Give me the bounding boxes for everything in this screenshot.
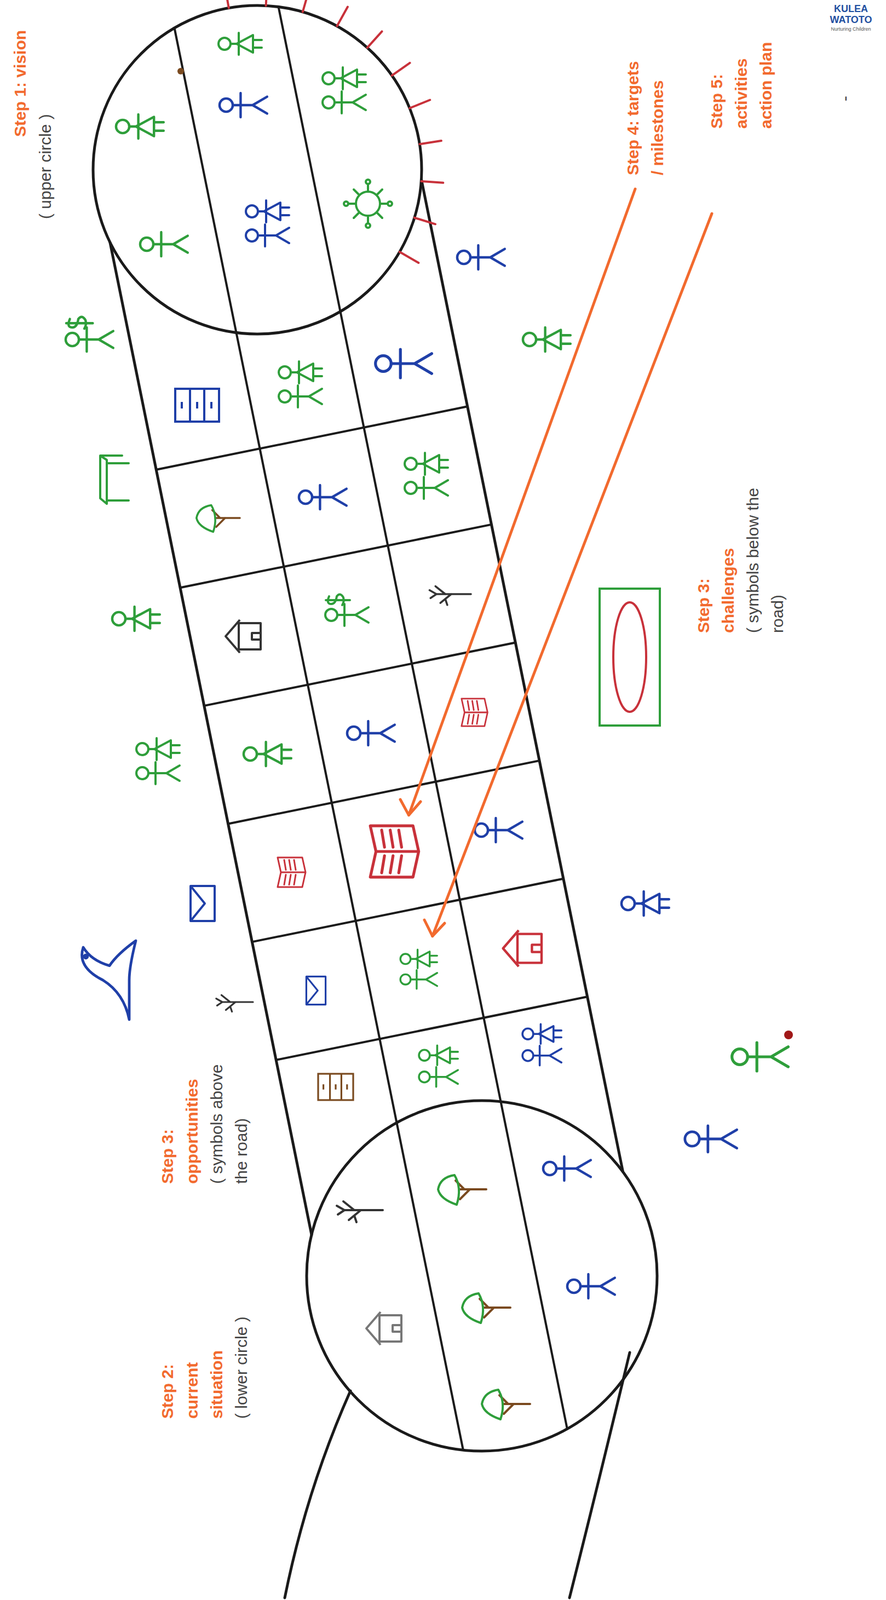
leader-arrows xyxy=(400,188,712,937)
person-figure xyxy=(543,1156,591,1181)
envelope-symbol xyxy=(306,976,326,1005)
tree-symbol xyxy=(196,505,240,533)
step-heading: Step 3: opportunities xyxy=(154,1066,205,1184)
arrow-head xyxy=(424,919,445,937)
step-heading: Step 3: challenges xyxy=(691,523,741,634)
pair-figure xyxy=(278,361,322,408)
pair-figure xyxy=(322,67,366,114)
person-figure xyxy=(347,721,395,746)
step-note: ( symbols below the road) xyxy=(740,463,790,634)
woman-figure xyxy=(522,327,571,352)
road-edge xyxy=(421,179,624,1172)
house-symbol xyxy=(503,930,542,967)
tree-symbol xyxy=(481,1389,531,1420)
pair-figure xyxy=(522,1023,562,1066)
cell-line xyxy=(228,760,540,824)
dot xyxy=(177,67,184,75)
current-symbols xyxy=(336,1156,615,1420)
step-heading: Step 2: current situation xyxy=(154,1331,229,1419)
person-figure xyxy=(298,485,347,510)
bare-tree xyxy=(336,1201,383,1223)
challenge-symbols xyxy=(457,245,793,1153)
coffin-frame xyxy=(599,588,660,726)
desk-symbol xyxy=(100,455,129,504)
cell-line xyxy=(180,524,492,588)
person-figure xyxy=(375,349,433,378)
road-tail xyxy=(569,1352,630,1598)
woman-figure xyxy=(218,32,262,55)
cabinet-symbol xyxy=(318,1073,354,1101)
person-figure xyxy=(457,245,505,270)
bare-tree xyxy=(429,586,471,606)
person-figure xyxy=(219,93,268,118)
leader-line xyxy=(432,213,712,937)
person-figure xyxy=(243,741,292,767)
dash-mark: - xyxy=(832,79,857,102)
target-book xyxy=(370,825,419,878)
logo-text: KULEA WATOTO xyxy=(821,3,881,26)
cell-line xyxy=(156,406,468,470)
person-figure xyxy=(325,594,369,626)
tree-symbol xyxy=(462,1293,511,1323)
pair-figure xyxy=(245,200,290,247)
house-symbol xyxy=(366,1312,402,1345)
woman-figure xyxy=(112,606,160,631)
cabinet-symbol xyxy=(175,388,220,422)
envelope-symbol xyxy=(190,886,215,922)
lane-dividers xyxy=(156,6,588,1451)
woman-figure xyxy=(116,114,164,139)
step-note: ( symbols above the road) xyxy=(204,1052,254,1184)
book-symbol xyxy=(461,698,488,727)
person-figure xyxy=(140,232,188,257)
step-note: ( lower circle ) xyxy=(228,1276,254,1419)
lane-line xyxy=(174,27,464,1451)
person-figure xyxy=(685,1125,738,1153)
opportunity-symbols xyxy=(65,317,253,1020)
woman-figure xyxy=(621,891,670,916)
pair-figure xyxy=(136,738,180,785)
dot xyxy=(784,1030,793,1040)
step-heading: Step 1: vision xyxy=(7,5,33,137)
step-heading: Step 5: activities action plan xyxy=(704,38,779,129)
road-outline xyxy=(93,5,658,1598)
pair-figure xyxy=(418,1045,458,1087)
person-figure xyxy=(474,818,523,843)
bird-symbol xyxy=(82,940,136,1020)
logo-tagline: Nurturing Children xyxy=(821,26,881,33)
book-symbol xyxy=(277,857,306,888)
activity-figures xyxy=(400,949,437,989)
coffin-shape xyxy=(613,602,647,712)
pair-figure xyxy=(404,452,448,499)
step-heading: Step 4: targets / milestones xyxy=(620,57,670,176)
tree-symbol xyxy=(438,1175,487,1205)
sun-symbol xyxy=(343,179,393,228)
box-symbol xyxy=(225,619,261,653)
person-figure xyxy=(65,317,114,352)
person-figure xyxy=(567,1274,615,1299)
current-circle xyxy=(306,1100,658,1452)
road-tail xyxy=(284,1390,351,1598)
road-symbols xyxy=(175,349,562,1101)
arrow-head xyxy=(400,799,421,816)
bare-tree xyxy=(216,994,253,1012)
person-figure xyxy=(732,1042,789,1072)
vision-symbols xyxy=(116,32,393,257)
vision-circle xyxy=(93,5,422,335)
step-note: ( upper circle ) xyxy=(32,76,58,220)
